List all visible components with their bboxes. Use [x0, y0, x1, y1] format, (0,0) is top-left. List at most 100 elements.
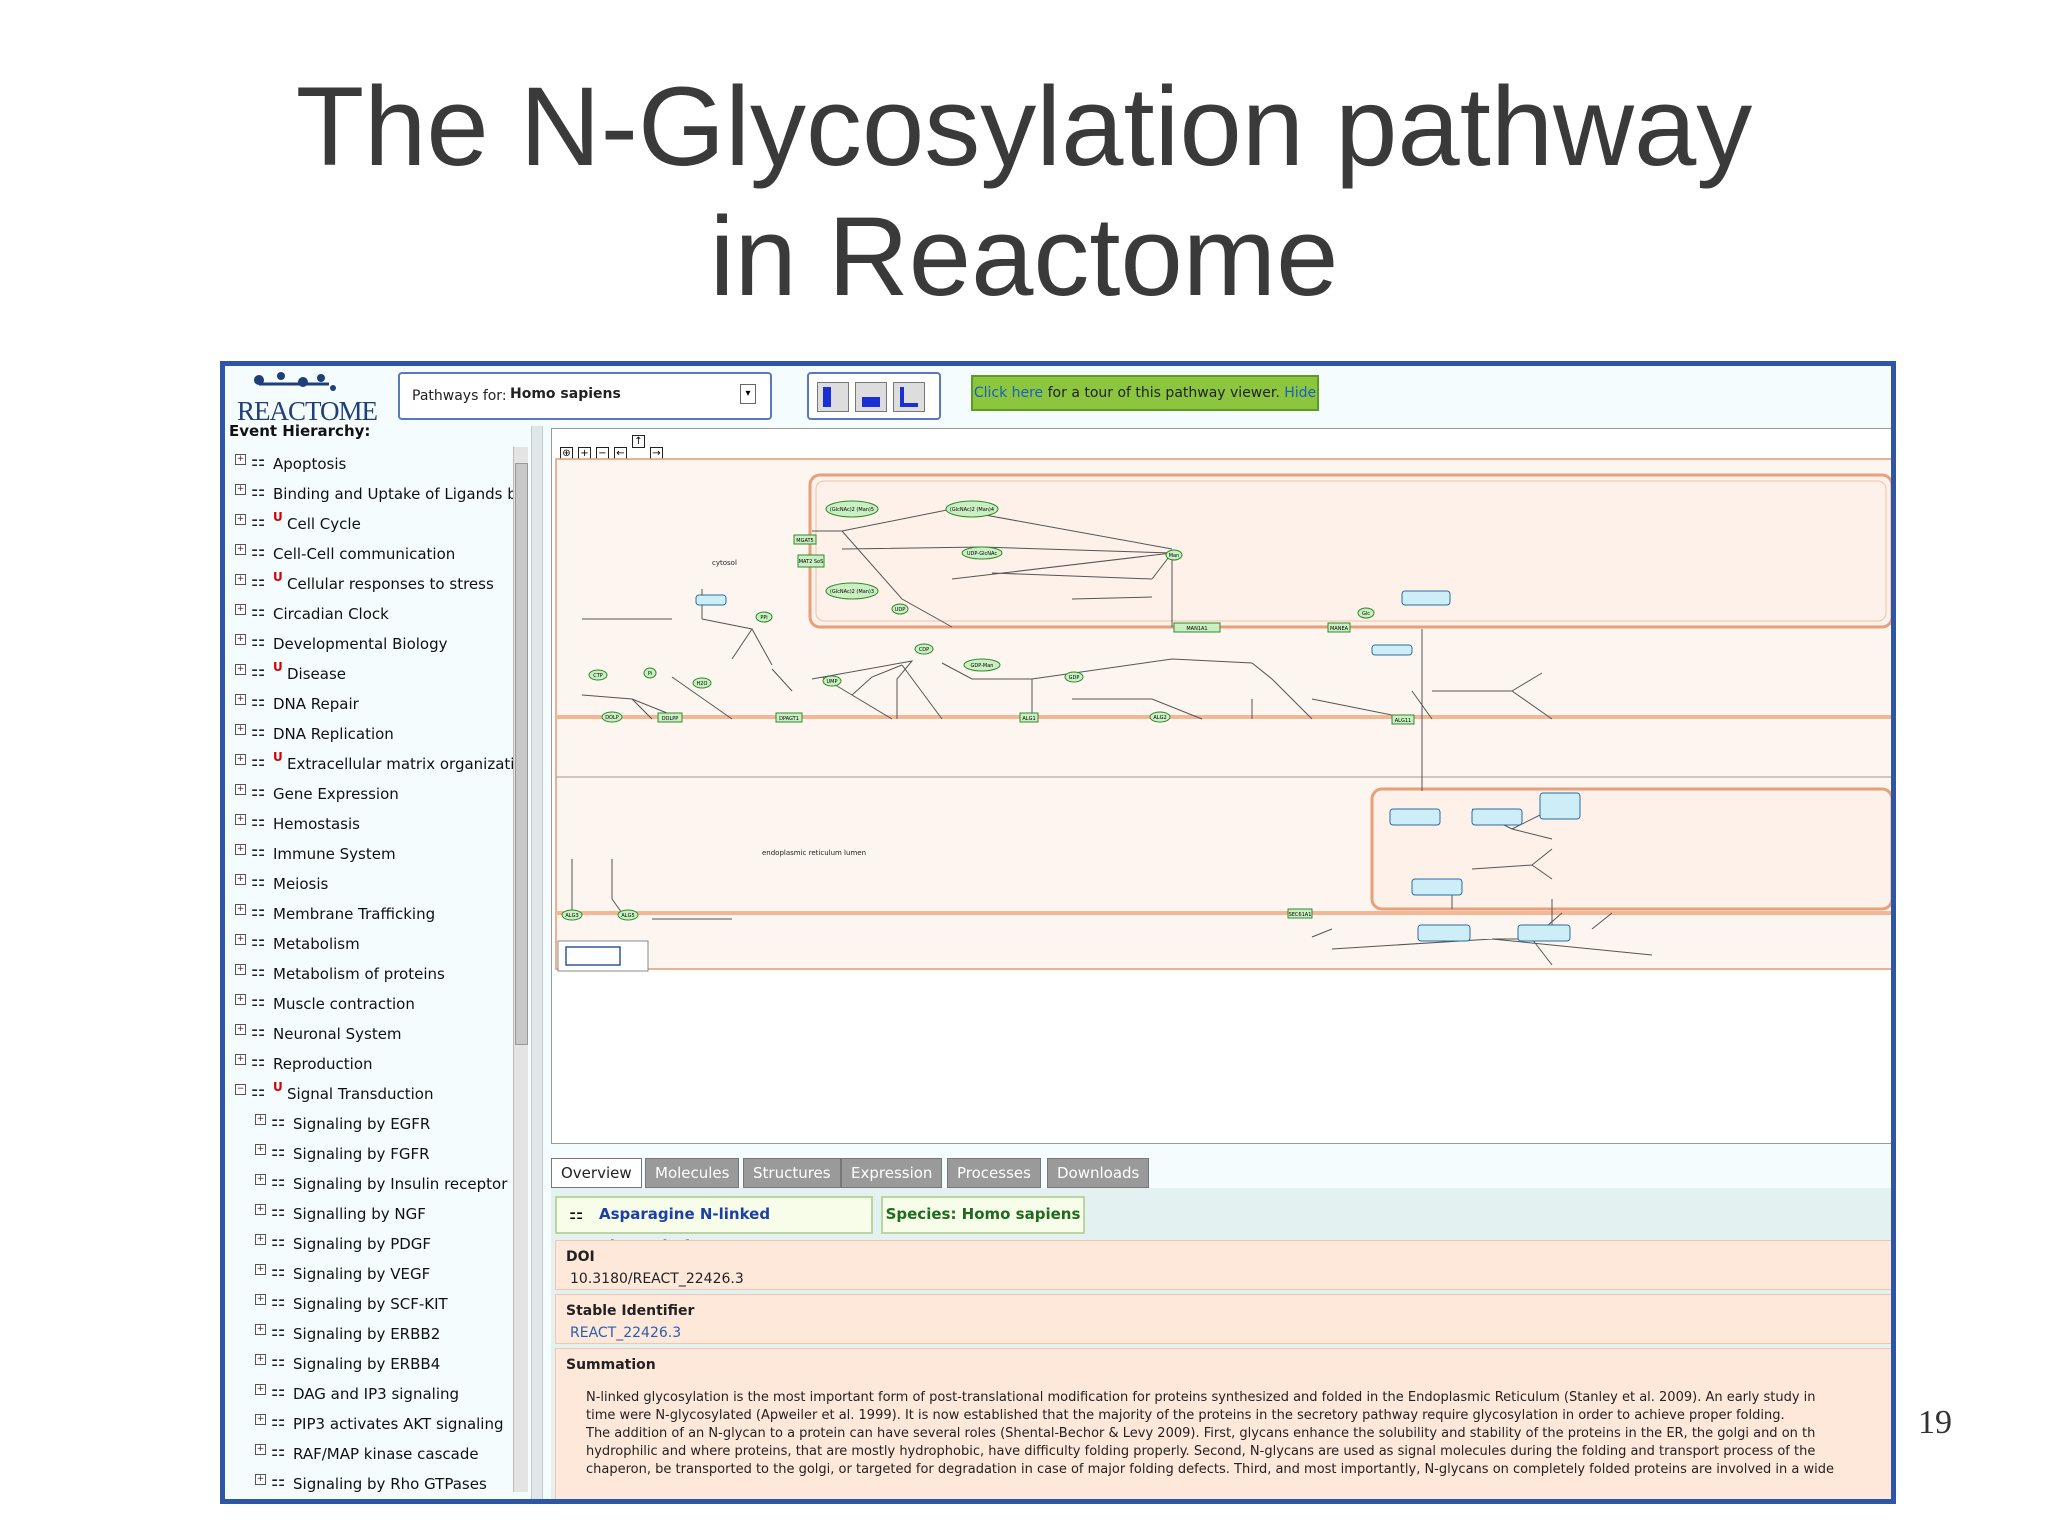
- layout-bottom-button[interactable]: [855, 382, 887, 412]
- tree-item[interactable]: +⚏Membrane Trafficking: [229, 896, 523, 926]
- expand-icon[interactable]: +: [255, 1444, 266, 1455]
- panel-splitter[interactable]: [531, 426, 543, 1499]
- expand-icon[interactable]: +: [235, 994, 246, 1005]
- tree-item[interactable]: +⚏Signaling by Rho GTPases: [229, 1466, 523, 1492]
- tab-expression[interactable]: Expression: [841, 1158, 943, 1188]
- tree-item[interactable]: +⚏Neuronal System: [229, 1016, 523, 1046]
- tree-item[interactable]: +⚏DAG and IP3 signaling: [229, 1376, 523, 1406]
- tab-processes[interactable]: Processes: [947, 1158, 1041, 1188]
- tree-item[interactable]: +⚏Muscle contraction: [229, 986, 523, 1016]
- expand-icon[interactable]: +: [255, 1204, 266, 1215]
- expand-icon[interactable]: +: [235, 754, 246, 765]
- tree-item[interactable]: +⚏Signaling by FGFR: [229, 1136, 523, 1166]
- tree-item[interactable]: +⚏DNA Replication: [229, 716, 523, 746]
- expand-icon[interactable]: +: [255, 1324, 266, 1335]
- expand-icon[interactable]: +: [255, 1354, 266, 1365]
- tree-item[interactable]: +⚏Signaling by SCF-KIT: [229, 1286, 523, 1316]
- tree-item[interactable]: +⚏Binding and Uptake of Ligands by: [229, 476, 523, 506]
- tree-item[interactable]: +⚏Signaling by ERBB4: [229, 1346, 523, 1376]
- tree-scrollbar[interactable]: [513, 447, 528, 1492]
- expand-icon[interactable]: +: [255, 1414, 266, 1425]
- expand-icon[interactable]: +: [235, 874, 246, 885]
- expand-icon[interactable]: +: [255, 1384, 266, 1395]
- expand-icon[interactable]: +: [255, 1114, 266, 1125]
- expand-icon[interactable]: +: [255, 1144, 266, 1155]
- expand-icon[interactable]: +: [255, 1474, 266, 1485]
- expand-icon[interactable]: +: [255, 1174, 266, 1185]
- species-selector[interactable]: Pathways for: Homo sapiens ▾: [398, 372, 772, 420]
- zoom-fit-icon[interactable]: ⊕: [560, 447, 573, 460]
- stable-id-link[interactable]: REACT_22426.3: [570, 1325, 682, 1341]
- expand-icon[interactable]: +: [235, 724, 246, 735]
- tree-item[interactable]: +⚏Signaling by VEGF: [229, 1256, 523, 1286]
- tour-link[interactable]: Click here: [973, 385, 1044, 401]
- tree-item[interactable]: +⚏Cell-Cell communication: [229, 536, 523, 566]
- expand-icon[interactable]: +: [235, 964, 246, 975]
- dropdown-arrow-icon[interactable]: ▾: [740, 384, 756, 404]
- tour-hide-link[interactable]: Hide: [1284, 385, 1317, 401]
- expand-icon[interactable]: +: [235, 1054, 246, 1065]
- layout-both-button[interactable]: [893, 382, 925, 412]
- tab-overview[interactable]: Overview: [551, 1158, 642, 1188]
- collapse-icon[interactable]: −: [235, 1084, 246, 1095]
- svg-text:SEC61A1: SEC61A1: [1289, 912, 1312, 918]
- golgi-compartment: [808, 473, 1891, 629]
- tab-molecules[interactable]: Molecules: [645, 1158, 740, 1188]
- tree-item[interactable]: +⚏DNA Repair: [229, 686, 523, 716]
- svg-text:DOLP: DOLP: [605, 715, 619, 721]
- zoom-in-icon[interactable]: +: [578, 447, 591, 460]
- tab-structures[interactable]: Structures: [743, 1158, 841, 1188]
- layout-left-button[interactable]: [817, 382, 849, 412]
- tab-downloads[interactable]: Downloads: [1047, 1158, 1150, 1188]
- tree-item[interactable]: +⚏Circadian Clock: [229, 596, 523, 626]
- expand-icon[interactable]: +: [235, 574, 246, 585]
- tree-item[interactable]: +⚏Reproduction: [229, 1046, 523, 1076]
- tree-item[interactable]: +⚏Apoptosis: [229, 446, 523, 476]
- tree-item[interactable]: +⚏Signaling by ERBB2: [229, 1316, 523, 1346]
- expand-icon[interactable]: +: [235, 814, 246, 825]
- expand-icon[interactable]: +: [235, 634, 246, 645]
- pan-right-icon[interactable]: →: [650, 447, 663, 460]
- expand-icon[interactable]: +: [235, 694, 246, 705]
- tree-item[interactable]: +⚏Metabolism of proteins: [229, 956, 523, 986]
- tree-item[interactable]: +⚏Signaling by PDGF: [229, 1226, 523, 1256]
- expand-icon[interactable]: +: [235, 934, 246, 945]
- tree-item[interactable]: +⚏Hemostasis: [229, 806, 523, 836]
- expand-icon[interactable]: +: [235, 784, 246, 795]
- tree-item[interactable]: +⚏Metabolism: [229, 926, 523, 956]
- expand-icon[interactable]: +: [255, 1234, 266, 1245]
- expand-icon[interactable]: +: [235, 514, 246, 525]
- expand-icon[interactable]: +: [235, 1024, 246, 1035]
- tree-item-label: Signaling by PDGF: [293, 1235, 432, 1253]
- tree-item[interactable]: +⚏Meiosis: [229, 866, 523, 896]
- slide-number: 19: [1918, 1404, 1952, 1441]
- expand-icon[interactable]: +: [235, 844, 246, 855]
- expand-icon[interactable]: +: [235, 484, 246, 495]
- expand-icon[interactable]: +: [235, 664, 246, 675]
- tree-item[interactable]: +⚏PIP3 activates AKT signaling: [229, 1406, 523, 1436]
- tree-item[interactable]: +⚏Signaling by EGFR: [229, 1106, 523, 1136]
- tree-item[interactable]: +⚏Signalling by NGF: [229, 1196, 523, 1226]
- tree-item[interactable]: +⚏Developmental Biology: [229, 626, 523, 656]
- expand-icon[interactable]: +: [235, 904, 246, 915]
- tree-item[interactable]: +⚏Immune System: [229, 836, 523, 866]
- expand-icon[interactable]: +: [235, 544, 246, 555]
- reactome-logo[interactable]: REACTOME: [229, 370, 378, 426]
- expand-icon[interactable]: +: [255, 1264, 266, 1275]
- tree-item[interactable]: +⚏Signaling by Insulin receptor: [229, 1166, 523, 1196]
- pathway-hierarchy-icon: ⚏: [251, 991, 266, 1010]
- expand-icon[interactable]: +: [255, 1294, 266, 1305]
- tree-item[interactable]: +⚏Gene Expression: [229, 776, 523, 806]
- pathway-diagram[interactable]: ⊕ + − ← ↑ ↓ → cytosol endoplasmic reticu…: [551, 428, 1891, 1144]
- pan-up-icon[interactable]: ↑: [632, 435, 645, 448]
- pathway-name-chip[interactable]: ⚏ Asparagine N-linked glycosylation: [555, 1196, 873, 1255]
- expand-icon[interactable]: +: [235, 604, 246, 615]
- expand-icon[interactable]: +: [235, 454, 246, 465]
- tree-scroll-thumb[interactable]: [515, 463, 528, 1045]
- tree-item[interactable]: +⚏RAF/MAP kinase cascade: [229, 1436, 523, 1466]
